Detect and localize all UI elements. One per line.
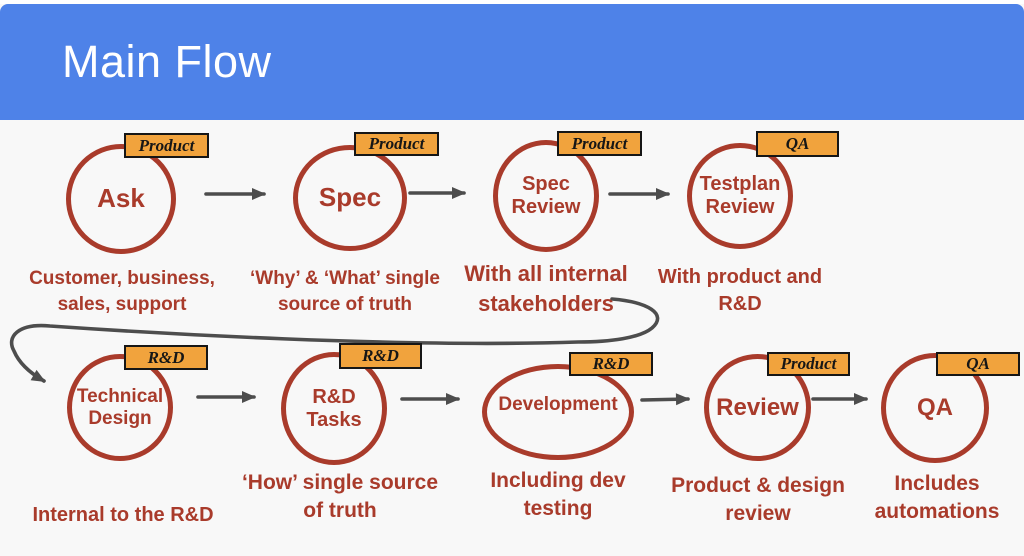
flow-node-review: Review <box>704 354 811 461</box>
caption-spec: ‘Why’ & ‘What’ single source of truth <box>249 268 441 315</box>
role-tag-qa: QA <box>936 352 1020 376</box>
role-tag-development: R&D <box>569 352 653 376</box>
flow-node-technical-design: Technical Design <box>67 354 173 461</box>
role-tag-spec: Product <box>354 132 439 156</box>
caption-spec-review: With all internal stakeholders <box>464 261 628 316</box>
page-title: Main Flow <box>62 36 272 87</box>
flow-node-spec-review: Spec Review <box>493 140 599 252</box>
flow-node-testplan-review: Testplan Review <box>687 143 793 249</box>
caption-qa: Includes automations <box>874 472 1000 524</box>
flow-node-qa: QA <box>881 353 989 463</box>
caption-testplan-review: With product and R&D <box>657 266 823 315</box>
role-tag-review: Product <box>767 352 850 376</box>
caption-technical-design: Internal to the R&D <box>32 504 214 526</box>
flow-node-ask: Ask <box>66 144 176 254</box>
caption-development: Including dev testing <box>490 469 626 521</box>
flow-node-rd-tasks: R&D Tasks <box>281 352 387 465</box>
caption-rd-tasks: ‘How’ single source of truth <box>241 471 439 523</box>
header-bar: Main Flow <box>0 4 1024 120</box>
role-tag-rd-tasks: R&D <box>339 343 422 369</box>
top-margin <box>0 0 1024 4</box>
role-tag-testplan-review: QA <box>756 131 839 157</box>
role-tag-ask: Product <box>124 133 209 158</box>
role-tag-spec-review: Product <box>557 131 642 156</box>
role-tag-technical-design: R&D <box>124 345 208 370</box>
arrow-development-to-review <box>640 393 690 406</box>
flow-node-development: Development <box>482 364 634 460</box>
wrap-arrow-row1-to-row2 <box>9 297 660 383</box>
caption-ask: Customer, business, sales, support <box>29 268 215 315</box>
caption-review: Product & design review <box>671 474 845 526</box>
flow-node-spec: Spec <box>293 145 407 251</box>
